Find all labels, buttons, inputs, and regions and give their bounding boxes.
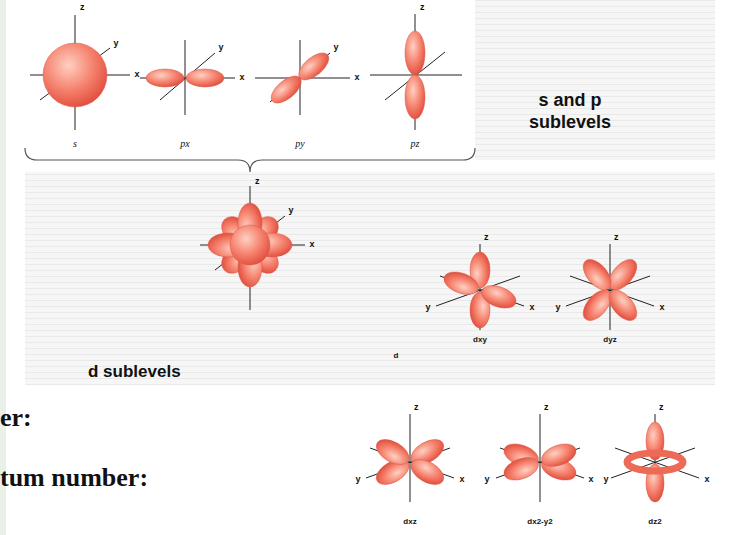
orbital-name: px <box>180 138 189 149</box>
axis-label: z <box>659 403 664 413</box>
bracket <box>25 148 475 172</box>
axis-label: z <box>484 233 489 243</box>
axis-label: y <box>484 475 489 485</box>
axis-label: y <box>355 475 360 485</box>
axis-label: y <box>333 43 338 53</box>
axis-label: z <box>544 403 549 413</box>
d-panel <box>25 172 715 385</box>
axis-label: z <box>614 233 619 243</box>
orbital-name: pz <box>411 138 420 149</box>
axis-label: x <box>354 73 359 83</box>
axis-label: x <box>239 73 244 83</box>
axis-label: y <box>218 43 223 53</box>
axis-label: z <box>414 403 419 413</box>
axis-label: x <box>659 303 664 313</box>
sublevel-heading: d sublevels <box>88 363 181 382</box>
axis-label: x <box>459 475 464 485</box>
axis-label: z <box>80 3 85 13</box>
orbital-name: d <box>394 352 399 361</box>
orbital-name: s <box>73 138 77 149</box>
axis-label: x <box>529 303 534 313</box>
axis-label: y <box>555 303 560 313</box>
orbital-name: dxz <box>403 518 416 527</box>
orbital-name: py <box>295 138 304 149</box>
edge-strip <box>0 0 6 535</box>
axis-label: y <box>113 39 118 49</box>
axes <box>30 14 699 502</box>
orbital-name: dxy <box>473 336 487 345</box>
axis-label: x <box>588 475 593 485</box>
axis-label: y <box>288 206 293 216</box>
orbital-name: dx2-y2 <box>527 518 552 527</box>
axis-label: z <box>255 177 260 187</box>
axis-label: x <box>704 475 709 485</box>
sp-panel <box>475 0 715 160</box>
orbital-name: dz2 <box>648 518 661 527</box>
orbital-name: dyz <box>603 336 616 345</box>
axis-label: y <box>603 475 608 485</box>
axis-label: y <box>425 303 430 313</box>
axis-label: x <box>134 70 139 80</box>
axis-label: z <box>420 3 425 13</box>
sp-box <box>25 0 475 160</box>
axis-label: x <box>309 240 314 250</box>
sublevel-heading: s and p sublevels <box>505 90 635 133</box>
cut-off-text: er: <box>0 404 32 433</box>
orbital-lobes <box>43 31 683 502</box>
cut-off-text: tum number: <box>0 464 148 493</box>
